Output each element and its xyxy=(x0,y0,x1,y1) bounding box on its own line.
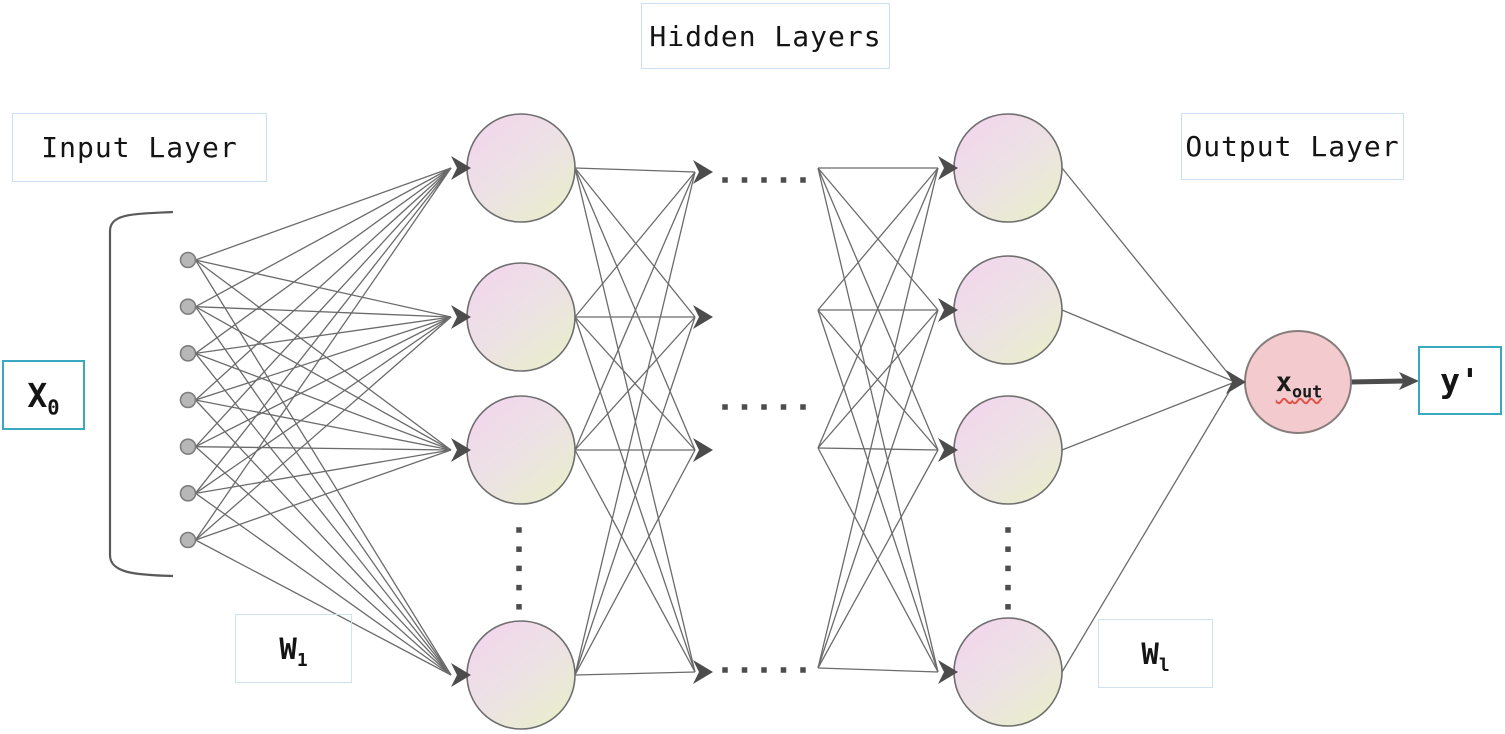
xout-node-label: xout xyxy=(1253,352,1345,412)
xout-text: xout xyxy=(1275,366,1323,401)
input-layer-text: Input Layer xyxy=(41,131,238,164)
input-layer-label: Input Layer xyxy=(12,113,267,182)
y-prime-output-tag: y' xyxy=(1418,346,1502,415)
output-layer-text: Output Layer xyxy=(1185,130,1400,163)
w1-text: W1 xyxy=(279,631,308,671)
hidden-layers-label: Hidden Layers xyxy=(641,3,890,69)
x0-text: X0 xyxy=(27,375,60,420)
weights-wl-label: Wl xyxy=(1098,619,1213,688)
y-prime-text: y' xyxy=(1440,361,1480,400)
weights-w1-label: W1 xyxy=(235,614,352,683)
x0-input-tag: X0 xyxy=(2,360,85,430)
output-layer-label: Output Layer xyxy=(1181,113,1404,180)
hidden-layers-text: Hidden Layers xyxy=(649,19,882,53)
wl-text: Wl xyxy=(1141,636,1170,676)
